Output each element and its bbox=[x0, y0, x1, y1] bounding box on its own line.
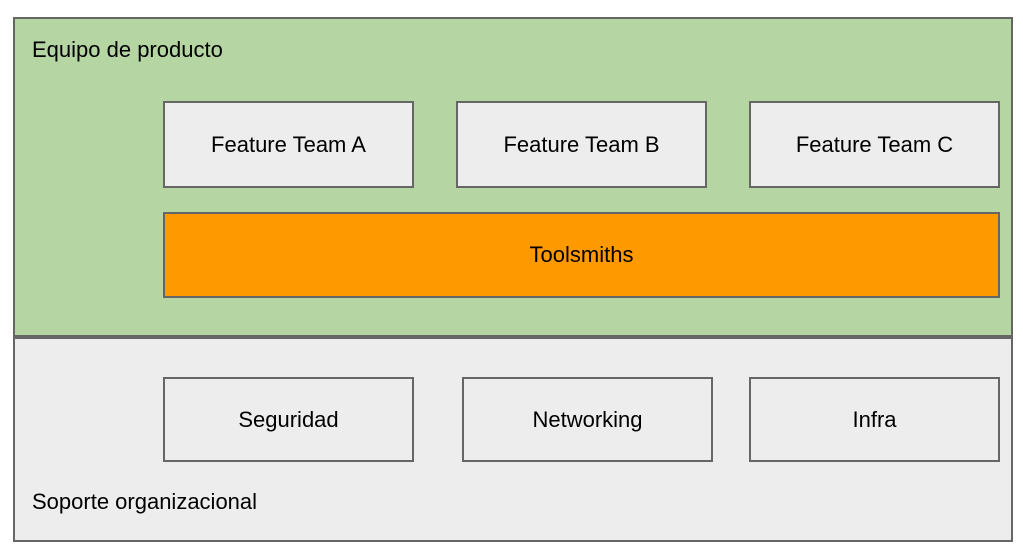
node-networking[interactable]: Networking bbox=[462, 377, 713, 462]
node-seguridad-label: Seguridad bbox=[238, 406, 339, 432]
node-toolsmiths-label: Toolsmiths bbox=[529, 242, 634, 267]
node-feature-team-c-label: Feature Team C bbox=[795, 131, 954, 157]
node-toolsmiths[interactable]: Toolsmiths bbox=[163, 212, 1000, 298]
node-feature-team-b[interactable]: Feature Team B bbox=[456, 101, 707, 188]
group-organizational-support[interactable]: Seguridad Networking Infra Soporte organ… bbox=[13, 337, 1013, 542]
node-feature-team-a[interactable]: Feature Team A bbox=[163, 101, 414, 188]
node-infra-label: Infra bbox=[852, 406, 897, 432]
node-feature-team-c[interactable]: Feature Team C bbox=[749, 101, 1000, 188]
group-product-team[interactable]: Equipo de producto Feature Team A Featur… bbox=[13, 17, 1013, 337]
node-feature-team-b-label: Feature Team B bbox=[503, 131, 660, 157]
node-feature-team-a-label: Feature Team A bbox=[211, 131, 366, 157]
group-product-team-label: Equipo de producto bbox=[32, 37, 223, 62]
group-organizational-support-label: Soporte organizacional bbox=[32, 489, 258, 514]
node-seguridad[interactable]: Seguridad bbox=[163, 377, 414, 462]
node-networking-label: Networking bbox=[532, 406, 643, 432]
node-infra[interactable]: Infra bbox=[749, 377, 1000, 462]
